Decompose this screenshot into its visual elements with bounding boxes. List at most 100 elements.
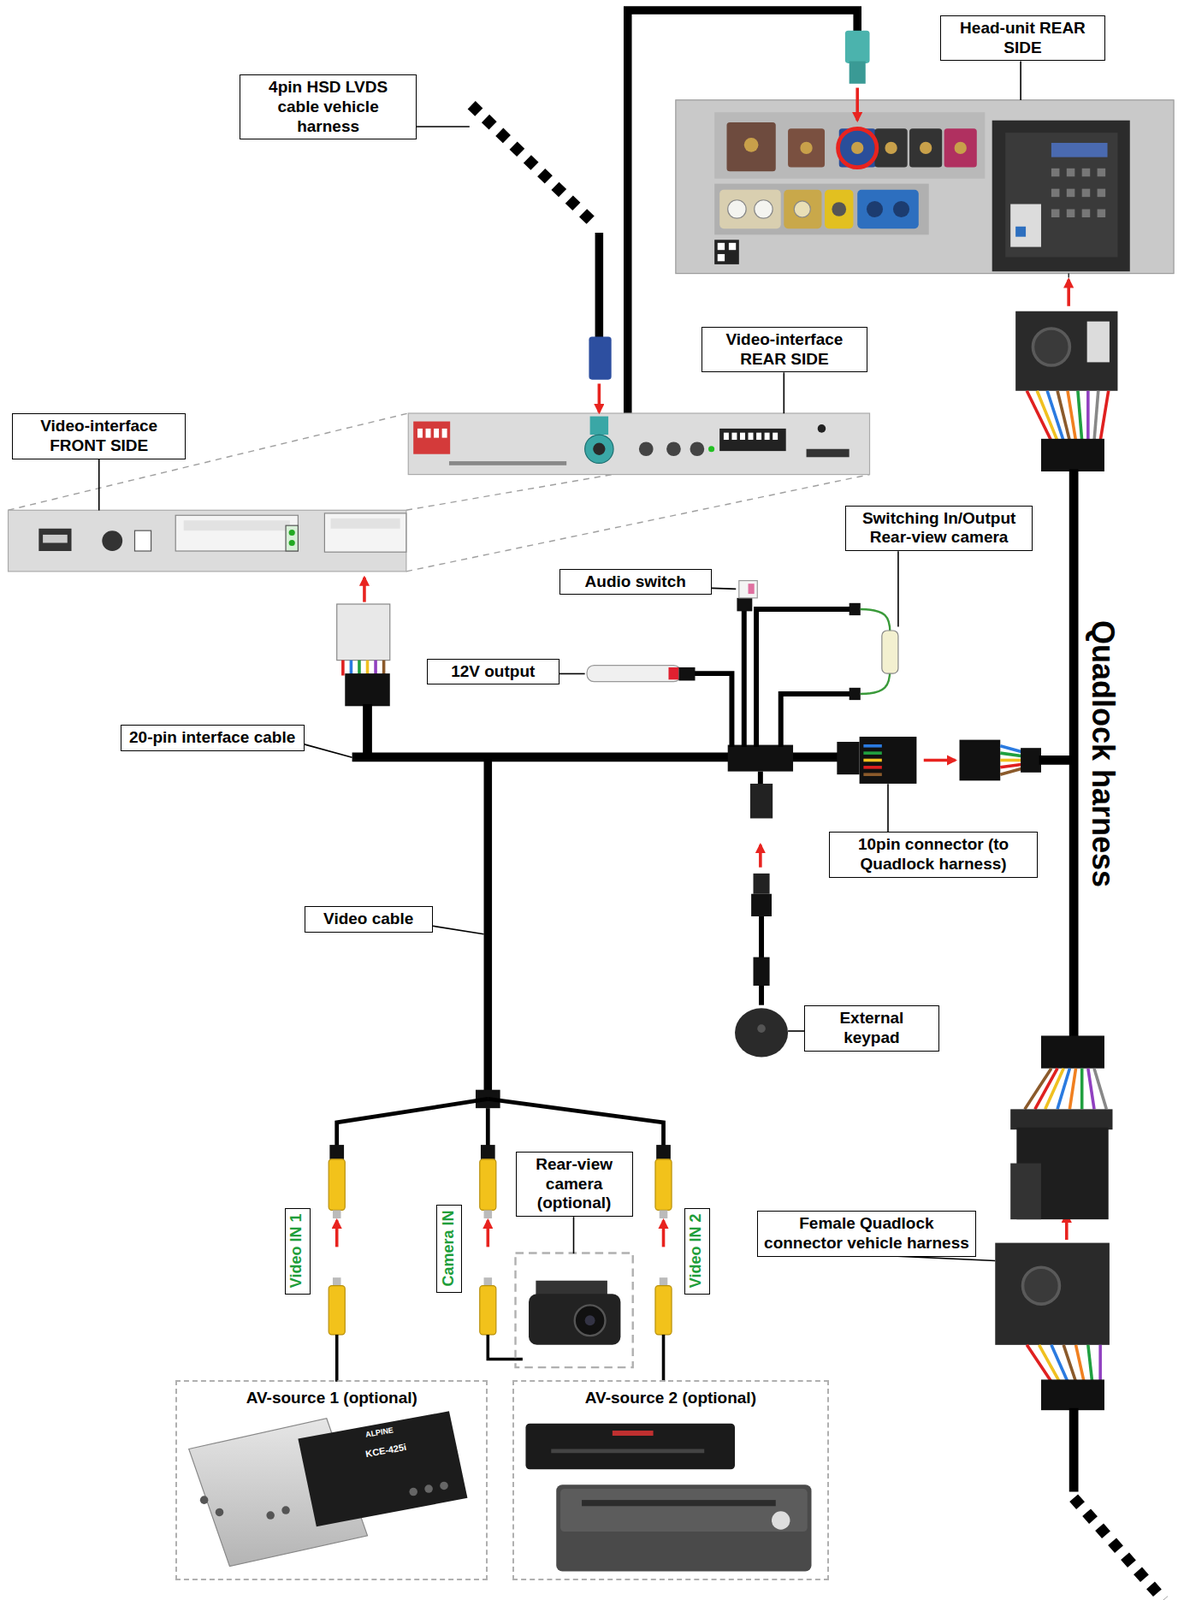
callout-box: Audio switch: [559, 568, 712, 596]
interface-rear-part: [708, 445, 715, 452]
head-unit-part: [1005, 132, 1118, 257]
interface-rear-part: [723, 432, 729, 440]
head-unit-part: [1051, 168, 1060, 178]
av-source-2-devices-part: [525, 1423, 735, 1470]
quadlock-harness-part: [1098, 1344, 1102, 1382]
interface-front-part: [183, 520, 291, 531]
callout-box: Video-interface FRONT SIDE: [11, 413, 186, 460]
quadlock-harness-part: [1010, 1163, 1042, 1220]
interface-front-part: [331, 518, 401, 529]
quadlock-harness-part: [1039, 1344, 1060, 1382]
callout-text: Rear-view camera (optional): [521, 1154, 628, 1214]
hsd-cable-part: [471, 105, 595, 225]
interface-harness-part: [344, 673, 390, 706]
interface-harness-part: [736, 597, 752, 612]
interface-harness-part: [341, 660, 345, 676]
video-cable-part: [487, 1098, 664, 1148]
rear-camera-part: [528, 1293, 621, 1345]
head-unit-part: [717, 254, 725, 261]
quadlock-harness-part: [1094, 390, 1099, 441]
interface-harness-part: [959, 740, 1001, 782]
head-unit-part: [787, 128, 825, 167]
callout-text: 12V output: [432, 662, 554, 682]
interface-harness-part: [734, 1007, 788, 1057]
interface-harness-part: [753, 873, 770, 894]
interface-harness-part: [748, 583, 755, 594]
leader-line: [711, 587, 737, 589]
interface-harness-part: [756, 609, 855, 747]
interface-harness-part: [836, 741, 859, 775]
head-unit-part: [714, 112, 985, 179]
interface-harness-part: [781, 693, 855, 747]
quadlock-harness-part: [1069, 1068, 1076, 1110]
quadlock-harness-part: [1069, 1408, 1079, 1492]
callout-text: Video-interface REAR SIDE: [707, 330, 862, 370]
head-unit-part: [919, 142, 932, 154]
interface-rear-part: [772, 432, 778, 440]
red-arrow-part: [362, 577, 367, 603]
av-source-1-devices-part: [439, 1481, 449, 1491]
red-arrow-part: [486, 1219, 491, 1247]
cable-stub-part: [1068, 273, 1070, 279]
callout-text: AV-source 2 (optional): [519, 1388, 823, 1409]
head-unit-part: [1015, 226, 1026, 237]
head-unit-part: [1097, 168, 1107, 178]
callout-box: Video cable: [304, 905, 433, 933]
head-unit-part: [1066, 189, 1076, 198]
video-cable-part: [332, 1209, 342, 1219]
interface-rear-part: [806, 449, 850, 458]
head-unit-part: [838, 128, 877, 167]
interface-harness-part: [357, 660, 362, 676]
quadlock-harness-part: [1015, 311, 1118, 391]
head-unit-part: [714, 183, 930, 236]
head-unit-part: [944, 128, 977, 167]
interface-harness-part: [349, 660, 354, 676]
head-unit-part: [1051, 142, 1108, 158]
head-unit-part: [728, 242, 736, 250]
interface-harness-part: [1000, 752, 1023, 757]
lvds-cable-part: [845, 30, 871, 64]
av-source-2-devices-part: [560, 1488, 808, 1532]
quadlock-harness-part: [1022, 1266, 1060, 1304]
red-arrow-part: [597, 383, 602, 412]
input-tag: Video IN 1: [284, 1207, 311, 1295]
quadlock-harness-part: [1080, 1068, 1084, 1110]
head-unit-part: [831, 201, 847, 217]
av-source-1-devices-part: [266, 1510, 275, 1520]
head-unit-part: [857, 189, 919, 229]
leader-line: [416, 125, 470, 128]
interface-harness-part: [337, 603, 391, 661]
interface-rear-part: [585, 434, 614, 463]
rear-camera: [515, 1253, 634, 1368]
hsd-cable-part: [595, 232, 604, 339]
video-cable-part: [656, 1144, 671, 1160]
quadlock-harness-part: [1010, 1108, 1113, 1130]
interface-harness-part: [382, 660, 386, 676]
leader-line: [783, 372, 786, 414]
head-unit-part: [909, 128, 942, 167]
interface-harness-part: [849, 687, 861, 700]
input-tag: Video IN 2: [684, 1207, 711, 1295]
cable-stub: [1068, 273, 1070, 279]
callout-box: Female Quadlock connector vehicle harnes…: [757, 1210, 976, 1257]
interface-rear-part: [442, 428, 448, 439]
input-label: Video IN 2: [687, 1213, 705, 1289]
interface-rear-part: [764, 432, 770, 440]
quadlock-harness-part: [1041, 1035, 1105, 1068]
callout-text: Female Quadlock connector vehicle harnes…: [763, 1213, 970, 1254]
callout-text: 10pin connector (to Quadlock harness): [834, 834, 1033, 875]
head-unit-part: [893, 201, 910, 218]
red-arrow-part: [758, 844, 763, 867]
av-source-2-devices-part: [581, 1499, 776, 1506]
interface-harness-part: [757, 771, 764, 787]
video-cable-part: [329, 1144, 344, 1160]
quadlock-harness-part: [1088, 1068, 1095, 1110]
video-cable-part: [655, 1159, 672, 1211]
video-cable-part: [659, 1277, 669, 1286]
interface-harness-part: [750, 783, 773, 819]
av-source-2-devices-part: [550, 1448, 705, 1453]
video-cable-part: [659, 1209, 669, 1219]
quadlock-harness-part: [1073, 1497, 1164, 1600]
callout-box: Switching In/Output Rear-view camera: [845, 505, 1034, 552]
